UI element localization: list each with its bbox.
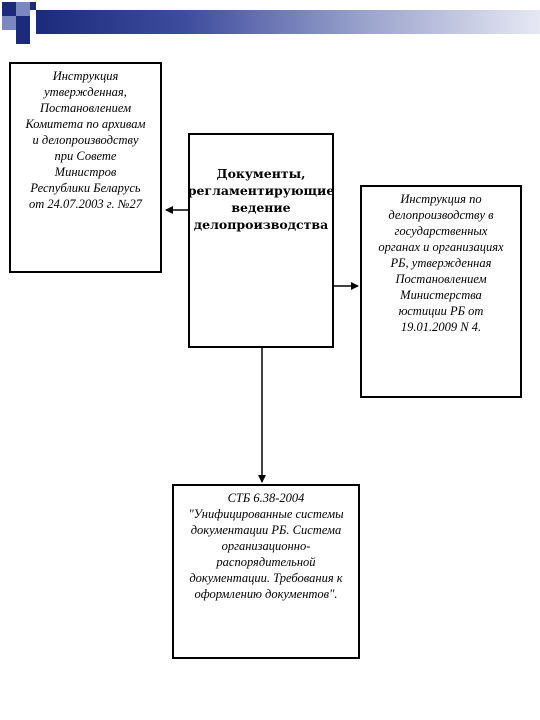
header-gradient-bar xyxy=(36,10,540,34)
header-square-3 xyxy=(16,2,30,16)
instruction-2003-box: Инструкция утвержденная, Постановлением … xyxy=(9,62,162,273)
header-square-1 xyxy=(2,2,16,16)
standard-stb-box: СТБ 6.38-2004 "Унифицированные системы д… xyxy=(172,484,360,659)
central-topic-box: Документы, регламентирующие ведение дело… xyxy=(188,133,334,348)
header-square-2 xyxy=(16,16,30,30)
instruction-2009-box: Инструкция по делопроизводству в государ… xyxy=(360,185,522,398)
standard-stb-text: СТБ 6.38-2004 "Унифицированные системы д… xyxy=(188,491,344,601)
header-square-6 xyxy=(30,2,36,10)
header-square-4 xyxy=(2,16,16,30)
instruction-2009-text: Инструкция по делопроизводству в государ… xyxy=(378,192,504,334)
instruction-2003-text: Инструкция утвержденная, Постановлением … xyxy=(25,69,146,211)
central-topic-text: Документы, регламентирующие ведение дело… xyxy=(187,166,335,232)
header-square-5 xyxy=(16,30,30,44)
